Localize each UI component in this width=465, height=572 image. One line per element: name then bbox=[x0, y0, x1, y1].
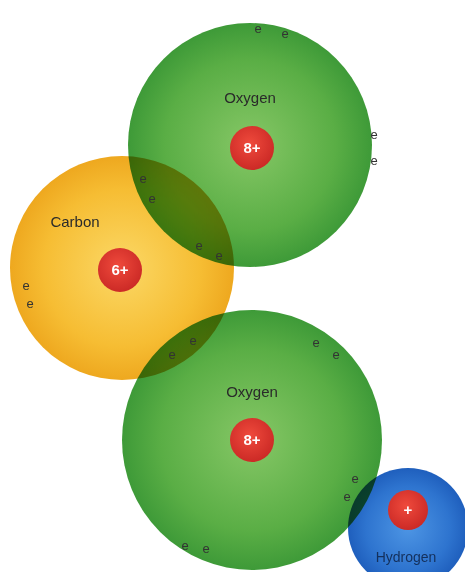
electron: e bbox=[168, 348, 175, 361]
electron: e bbox=[189, 334, 196, 347]
hydrogen-atom-fill bbox=[348, 468, 465, 572]
nucleus-charge: + bbox=[404, 502, 413, 519]
electron: e bbox=[370, 154, 377, 167]
atom-name: Oxygen bbox=[226, 384, 278, 401]
electron: e bbox=[181, 539, 188, 552]
electron: e bbox=[22, 279, 29, 292]
electron: e bbox=[139, 172, 146, 185]
electron: e bbox=[351, 472, 358, 485]
oxygen-nucleus: 8+ bbox=[230, 126, 274, 170]
atom-name: Hydrogen bbox=[376, 550, 437, 565]
electron: e bbox=[332, 348, 339, 361]
electron: e bbox=[26, 297, 33, 310]
carbon-nucleus: 6+ bbox=[98, 248, 142, 292]
oxygen-atom-fill bbox=[122, 310, 382, 570]
electron: e bbox=[202, 542, 209, 555]
oxygen-nucleus-fill bbox=[230, 418, 274, 462]
nucleus-charge: 8+ bbox=[243, 432, 260, 449]
oxygen-atom: Oxygen 8+ bbox=[122, 310, 382, 570]
atom-name: Oxygen bbox=[224, 90, 276, 107]
nucleus-charge: 6+ bbox=[111, 262, 128, 279]
electron: e bbox=[370, 128, 377, 141]
oxygen-nucleus-fill bbox=[230, 126, 274, 170]
carbon-nucleus-fill bbox=[98, 248, 142, 292]
hydrogen-nucleus: + bbox=[388, 490, 428, 530]
atom-name: Carbon bbox=[50, 214, 99, 231]
oxygen-nucleus: 8+ bbox=[230, 418, 274, 462]
hydrogen-nucleus-fill bbox=[388, 490, 428, 530]
electron: e bbox=[312, 336, 319, 349]
electron: e bbox=[343, 490, 350, 503]
nucleus-charge: 8+ bbox=[243, 140, 260, 157]
electron: e bbox=[281, 27, 288, 40]
electron: e bbox=[254, 22, 261, 35]
electron: e bbox=[215, 249, 222, 262]
electron: e bbox=[148, 192, 155, 205]
hydrogen-atom: Hydrogen + bbox=[348, 468, 465, 572]
electron: e bbox=[195, 239, 202, 252]
